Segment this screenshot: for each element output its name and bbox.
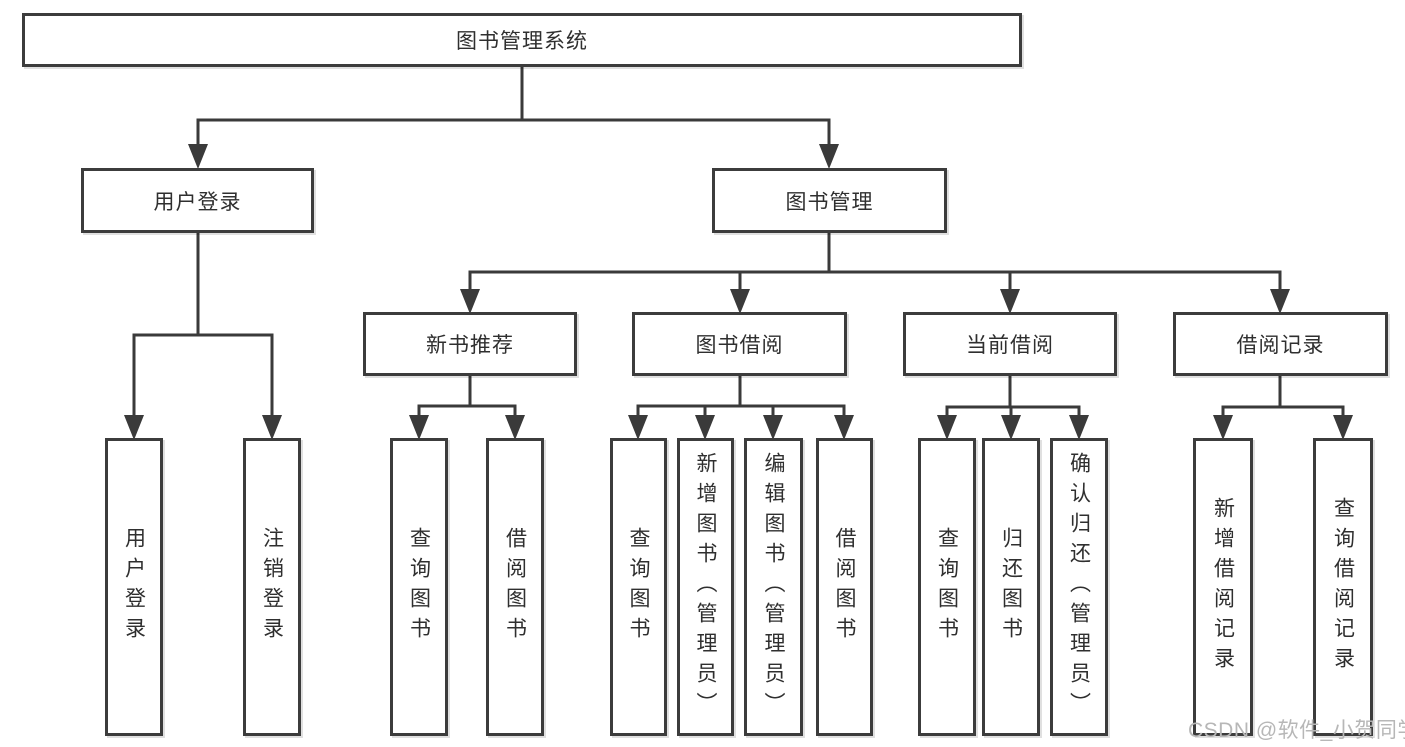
node-borrow-books-action: 借阅图书 [816,438,873,736]
node-book-borrowing: 图书借阅 [632,312,847,376]
node-confirm-return-admin: 确认归还（管理员） [1050,438,1108,736]
node-label: 查询图书 [627,527,650,647]
node-add-books-admin: 新增图书（管理员） [677,438,734,736]
node-query-books-current: 查询图书 [918,438,976,736]
node-label: 查询图书 [935,527,959,647]
node-label: 图书管理 [785,190,874,214]
node-query-books-recommend: 查询图书 [390,438,448,736]
node-label: 查询图书 [407,527,431,647]
node-book-management-system: 图书管理系统 [22,13,1022,67]
node-label: 归还图书 [999,527,1023,647]
node-edit-books-admin: 编辑图书（管理员） [744,438,803,736]
node-query-books-borrow: 查询图书 [610,438,667,736]
node-label: 确认归还（管理员） [1067,452,1091,722]
node-label: 查询借阅记录 [1331,497,1355,677]
node-label: 用户登录 [122,527,146,647]
node-label: 编辑图书（管理员） [762,452,785,722]
node-query-borrow-record: 查询借阅记录 [1313,438,1373,736]
node-borrowing-records: 借阅记录 [1173,312,1388,376]
node-logout-action: 注销登录 [243,438,301,736]
node-label: 用户登录 [153,190,242,214]
node-current-borrowing: 当前借阅 [903,312,1117,376]
node-book-management: 图书管理 [712,168,947,233]
node-label: 注销登录 [260,527,284,647]
node-label: 当前借阅 [966,334,1054,357]
node-label: 图书管理系统 [456,30,588,53]
node-label: 新书推荐 [426,334,514,357]
node-user-login: 用户登录 [81,168,314,233]
node-label: 新增借阅记录 [1211,497,1235,677]
node-borrow-books-recommend: 借阅图书 [486,438,544,736]
node-return-books: 归还图书 [982,438,1040,736]
node-label: 借阅图书 [503,527,527,647]
node-label: 借阅图书 [833,527,856,647]
node-add-borrow-record: 新增借阅记录 [1193,438,1253,736]
node-label: 新增图书（管理员） [694,452,717,722]
node-label: 图书借阅 [695,334,784,357]
watermark: CSDN @软件_小贺同学 [1188,719,1405,742]
node-user-login-action: 用户登录 [105,438,163,736]
node-new-book-recommendation: 新书推荐 [363,312,577,376]
node-label: 借阅记录 [1236,334,1325,357]
